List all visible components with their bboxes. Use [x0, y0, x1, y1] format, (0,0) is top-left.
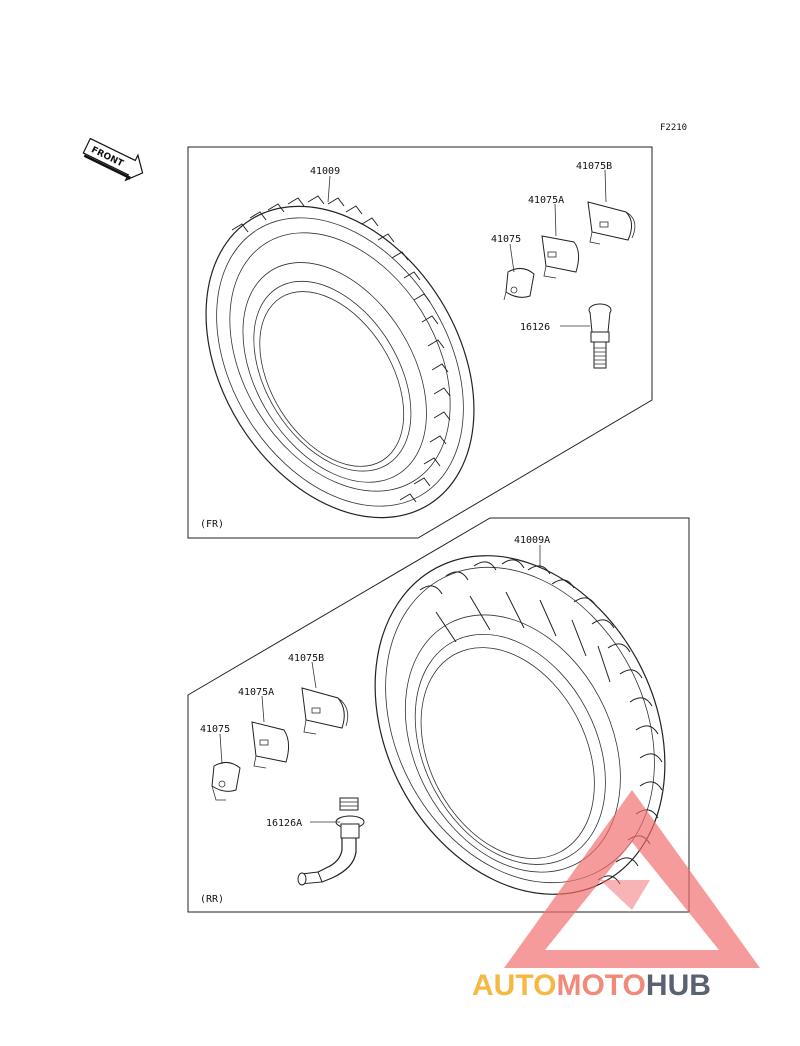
rear-weight-icon [211, 762, 241, 801]
watermark-logo [504, 790, 760, 968]
watermark-triangle-icon [504, 790, 760, 968]
rear-weight-a-label: 41075A [238, 687, 274, 698]
rear-tire [374, 555, 666, 895]
watermark-moto: MOTO [556, 969, 645, 1002]
watermark-auto: AUTO [472, 969, 556, 1002]
front-weight-b-label: 41075B [576, 161, 612, 172]
rear-section-frame [187, 517, 690, 913]
front-valve-icon [588, 303, 612, 369]
front-valve-label: 16126 [520, 322, 550, 333]
rear-section-label: (RR) [200, 894, 224, 905]
front-tire-label: 41009 [310, 166, 340, 177]
front-tire [205, 195, 475, 519]
front-weight-label: 41075 [491, 234, 521, 245]
rear-valve-icon [297, 797, 365, 886]
front-section-frame [187, 146, 653, 539]
rear-weight-label: 41075 [200, 724, 230, 735]
front-weight-icon [503, 268, 535, 301]
front-weight-a-icon [541, 235, 580, 279]
rear-tire-label: 41009A [514, 535, 550, 546]
front-weight-a-label: 41075A [528, 195, 564, 206]
rear-weight-b-icon [301, 687, 349, 735]
rear-valve-label: 16126A [266, 818, 302, 829]
front-section-label: (FR) [200, 519, 224, 530]
rear-weight-a-icon [251, 721, 290, 769]
watermark-hub: HUB [646, 969, 711, 1002]
rear-weight-b-label: 41075B [288, 653, 324, 664]
watermark-text: AUTOMOTOHUB [472, 969, 711, 1002]
front-arrow-icon: FRONT [82, 137, 144, 182]
front-weight-b-icon [587, 201, 636, 245]
drawing-code: F2210 [660, 123, 687, 133]
